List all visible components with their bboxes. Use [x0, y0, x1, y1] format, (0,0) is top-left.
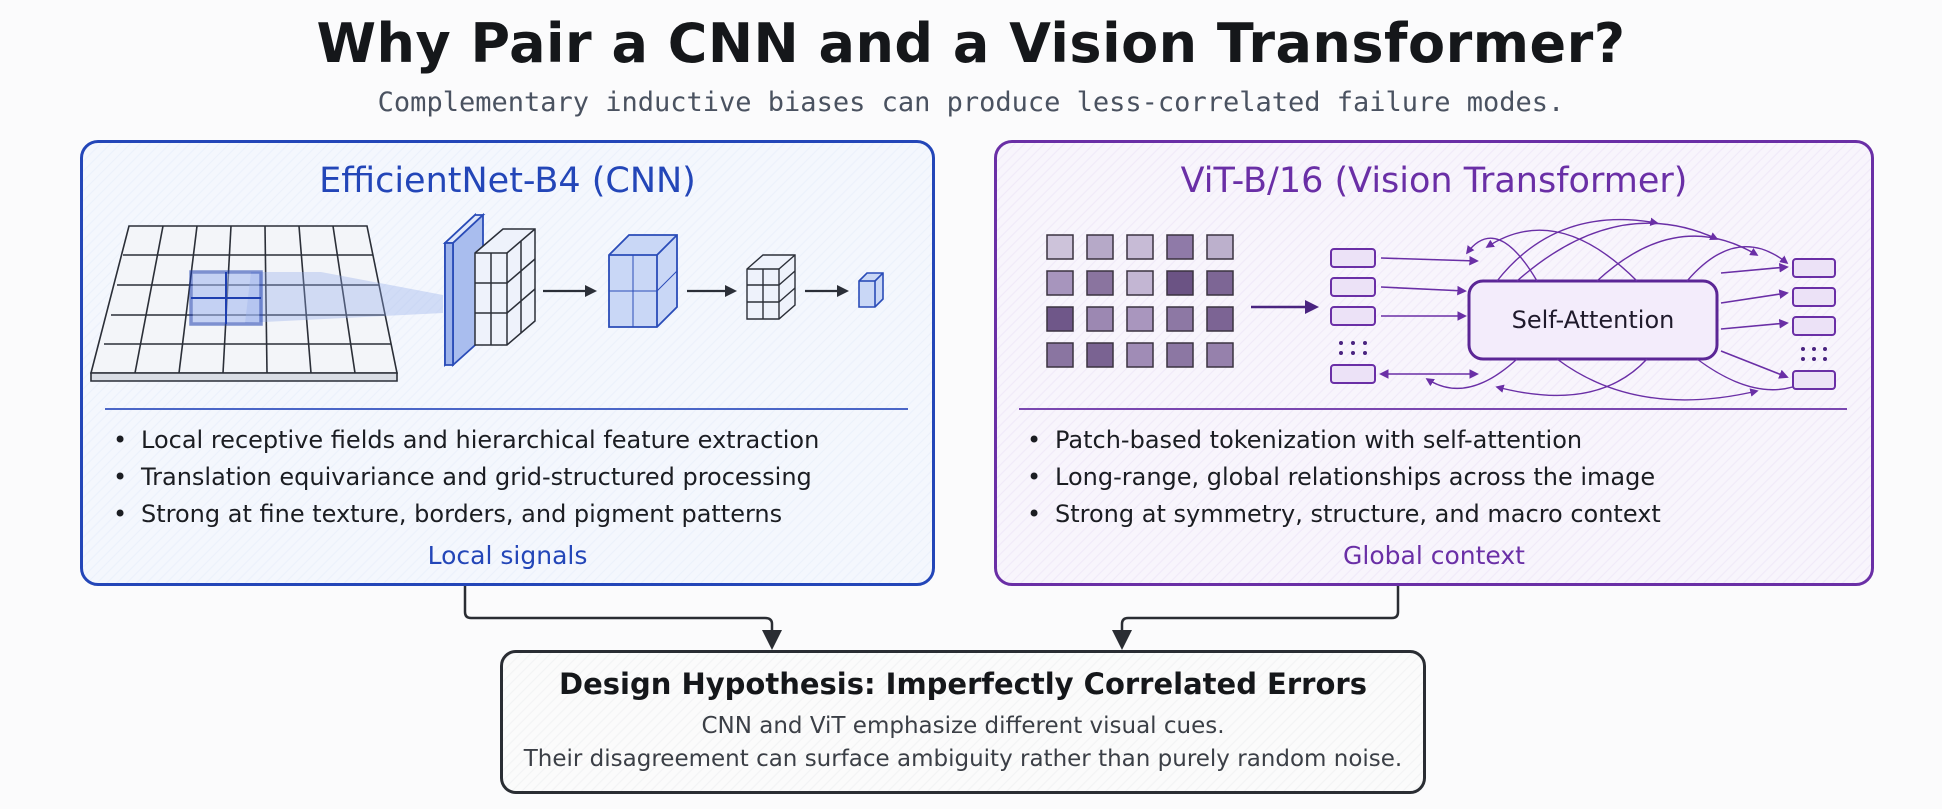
cnn-bullet: Translation equivariance and grid-struct…: [113, 459, 819, 496]
vit-panel-title: ViT-B/16 (Vision Transformer): [1180, 161, 1688, 201]
conv-block-icon-4: [746, 254, 796, 320]
token-list-icon-in: [1330, 248, 1376, 384]
cnn-bullet: Strong at fine texture, borders, and pig…: [113, 496, 819, 533]
vit-divider: [1019, 408, 1847, 410]
conv-block-icon-5: [858, 272, 884, 308]
vit-to-hypothesis-arrow: [1112, 582, 1400, 650]
page-title: Why Pair a CNN and a Vision Transformer?: [316, 12, 1626, 75]
attention-arrows-icon: [1425, 217, 1819, 401]
vit-bullet: Patch-based tokenization with self-atten…: [1027, 422, 1661, 459]
vit-footer-label: Global context: [1343, 541, 1525, 570]
cnn-footer-label: Local signals: [427, 541, 588, 570]
hypothesis-box: Design Hypothesis: Imperfectly Correlate…: [500, 650, 1426, 794]
token-ellipsis-out: [1801, 347, 1827, 361]
conv-block-icon-3: [608, 234, 678, 328]
hypothesis-line: Their disagreement can surface ambiguity…: [523, 746, 1403, 772]
conv-block-icon-2: [474, 228, 536, 346]
vit-bullet-list: Patch-based tokenization with self-atten…: [1027, 422, 1661, 533]
self-attention-box: [1467, 279, 1719, 361]
cnn-bullet-list: Local receptive fields and hierarchical …: [113, 422, 819, 533]
hypothesis-title: Design Hypothesis: Imperfectly Correlate…: [559, 667, 1367, 701]
self-attention-label: Self-Attention: [1512, 306, 1675, 334]
cnn-to-hypothesis-arrow: [463, 582, 782, 650]
vit-bullet: Strong at symmetry, structure, and macro…: [1027, 496, 1661, 533]
cnn-architecture-illustration: [89, 212, 884, 382]
cnn-panel: EfficientNet-B4 (CNN): [80, 140, 935, 586]
token-ellipsis-in: [1339, 341, 1367, 355]
token-list-icon-out: [1792, 258, 1836, 390]
vit-architecture-illustration: Self-Attention: [1046, 217, 1836, 401]
receptive-field-beam: [245, 272, 443, 323]
cnn-panel-title: EfficientNet-B4 (CNN): [319, 161, 696, 201]
patch-grid-icon: [1046, 234, 1234, 368]
cnn-divider: [105, 408, 908, 410]
cnn-bullet: Local receptive fields and hierarchical …: [113, 422, 819, 459]
vit-bullet: Long-range, global relationships across …: [1027, 459, 1661, 496]
vit-panel: ViT-B/16 (Vision Transformer): [994, 140, 1874, 586]
hypothesis-line: CNN and ViT emphasize different visual c…: [701, 713, 1225, 739]
page-subtitle: Complementary inductive biases can produ…: [377, 87, 1565, 118]
